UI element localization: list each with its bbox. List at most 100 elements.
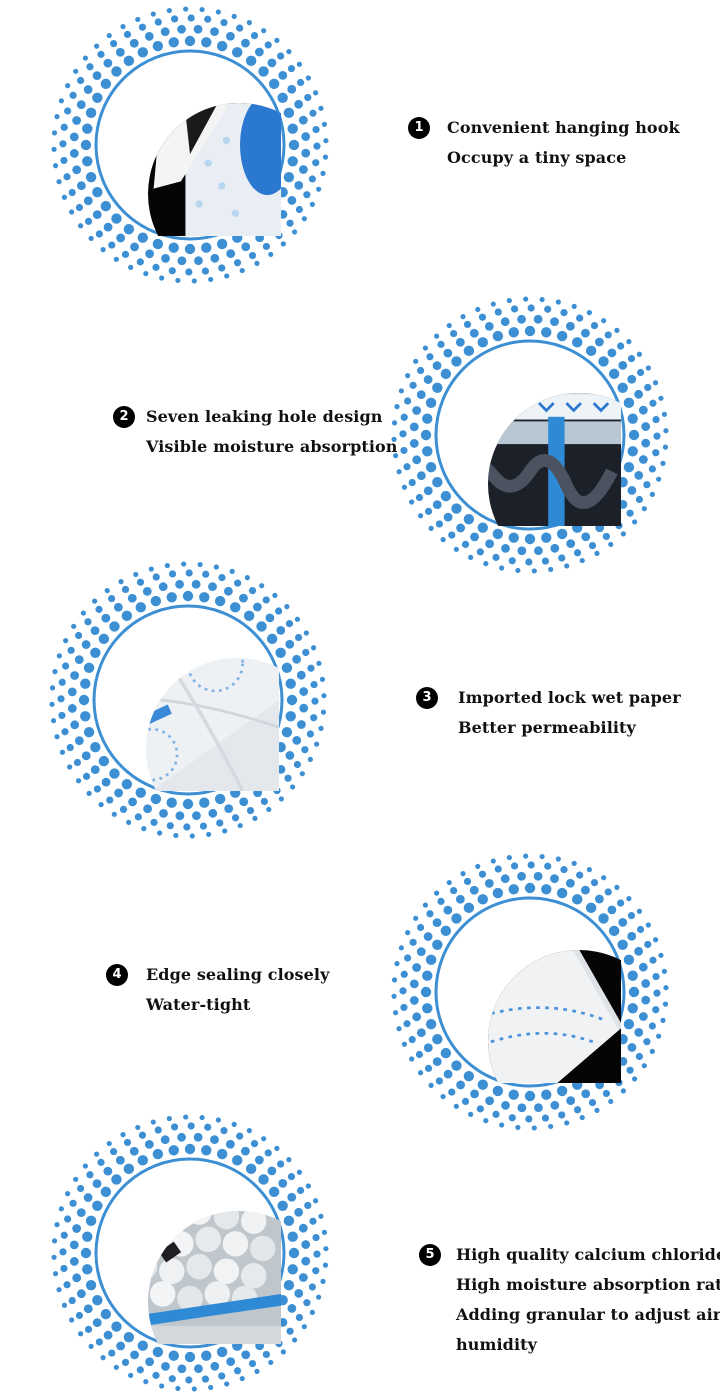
- decorative-dot: [160, 1135, 170, 1145]
- decorative-dot: [422, 413, 433, 424]
- decorative-dot: [144, 1139, 154, 1149]
- decorative-dot: [287, 156, 298, 167]
- decorative-dot: [69, 1199, 77, 1207]
- decorative-dot: [199, 1114, 205, 1121]
- decorative-dot: [618, 360, 628, 370]
- decorative-dot: [422, 345, 428, 351]
- decorative-dot: [424, 507, 433, 515]
- decorative-dot: [541, 327, 552, 338]
- decorative-dot: [208, 808, 218, 818]
- feature-5-line-1: High quality calcium chloride: [456, 1245, 720, 1264]
- decorative-dot: [106, 1140, 112, 1147]
- decorative-dot: [108, 594, 116, 603]
- decorative-dot: [294, 633, 303, 642]
- decorative-dot: [116, 233, 126, 243]
- decorative-dot: [409, 1056, 415, 1062]
- decorative-dot: [143, 1379, 149, 1385]
- decorative-dot: [477, 1079, 488, 1090]
- decorative-dot: [299, 703, 309, 713]
- decorative-dot: [492, 1110, 500, 1118]
- decorative-dot: [128, 264, 134, 270]
- decorative-dot: [175, 277, 181, 284]
- decorative-dot: [115, 1155, 125, 1165]
- decorative-dot: [499, 1122, 505, 1128]
- decorative-dot: [661, 411, 668, 417]
- decorative-dot: [232, 47, 243, 58]
- decorative-dot: [320, 709, 327, 715]
- decorative-dot: [100, 200, 112, 212]
- decorative-dot: [401, 484, 408, 490]
- decorative-dot: [73, 758, 82, 767]
- decorative-dot: [262, 596, 270, 604]
- decorative-dot: [54, 734, 60, 740]
- decorative-dot: [225, 31, 235, 41]
- decorative-dot: [420, 429, 432, 441]
- decorative-dot: [404, 954, 412, 962]
- decorative-dot: [183, 823, 191, 831]
- decorative-dot: [470, 532, 479, 542]
- decorative-dot: [440, 1094, 446, 1100]
- decorative-dot: [81, 640, 91, 649]
- decorative-dot: [285, 711, 296, 722]
- decorative-dot: [123, 30, 132, 39]
- decorative-dot: [594, 894, 604, 904]
- decorative-dot: [409, 979, 419, 989]
- decorative-dot: [298, 1223, 308, 1233]
- decorative-dot: [550, 874, 559, 884]
- decorative-dot: [92, 598, 98, 604]
- decorative-dot: [95, 605, 103, 613]
- decorative-dot: [296, 1169, 303, 1175]
- decorative-dot: [533, 871, 543, 881]
- decorative-dot: [426, 910, 434, 918]
- decorative-dot: [623, 1018, 635, 1030]
- decorative-dot: [392, 453, 399, 459]
- decorative-dot: [607, 348, 617, 358]
- decorative-dot: [103, 1330, 113, 1340]
- decorative-dot: [254, 1155, 264, 1165]
- decorative-dot: [626, 896, 632, 902]
- decorative-dot: [508, 532, 519, 543]
- decorative-dot: [539, 853, 545, 860]
- decorative-dot: [266, 806, 272, 813]
- decorative-dot: [314, 741, 320, 747]
- decorative-dot: [416, 471, 426, 481]
- decorative-dot: [278, 796, 284, 802]
- decorative-dot: [194, 256, 203, 266]
- decorative-dot: [296, 78, 305, 87]
- decorative-dot: [601, 875, 607, 881]
- decorative-dot: [58, 678, 66, 686]
- decorative-dot: [69, 91, 77, 99]
- decorative-dot: [85, 107, 97, 119]
- decorative-dot: [135, 16, 141, 23]
- decorative-dot: [524, 1090, 536, 1102]
- decorative-dot: [318, 725, 324, 731]
- decorative-dot: [113, 256, 119, 262]
- decorative-dot: [283, 171, 295, 183]
- decorative-dot: [137, 47, 148, 58]
- decorative-dot: [168, 37, 179, 48]
- decorative-dot: [303, 191, 311, 199]
- decorative-dot: [75, 203, 84, 212]
- decorative-dot: [246, 806, 255, 815]
- decorative-dot: [581, 885, 590, 895]
- decorative-dot: [185, 569, 193, 577]
- decorative-dot: [274, 37, 280, 44]
- decorative-dot: [63, 173, 71, 181]
- decorative-dot: [517, 314, 526, 324]
- decorative-dot: [168, 1350, 179, 1361]
- decorative-dot: [310, 645, 317, 651]
- decorative-dot: [95, 1338, 103, 1346]
- decorative-dot: [111, 1174, 122, 1185]
- decorative-dot: [432, 361, 442, 371]
- decorative-dot: [201, 1350, 212, 1361]
- decorative-dot: [539, 296, 545, 303]
- decorative-dot: [80, 139, 92, 151]
- decorative-dot: [94, 43, 100, 49]
- decorative-dot: [453, 1103, 459, 1109]
- decorative-dot: [627, 374, 637, 384]
- decorative-dot: [313, 142, 321, 150]
- decorative-dot: [428, 1082, 434, 1088]
- decorative-dot: [75, 778, 82, 784]
- decorative-dot: [645, 365, 651, 371]
- decorative-dot: [286, 1157, 292, 1163]
